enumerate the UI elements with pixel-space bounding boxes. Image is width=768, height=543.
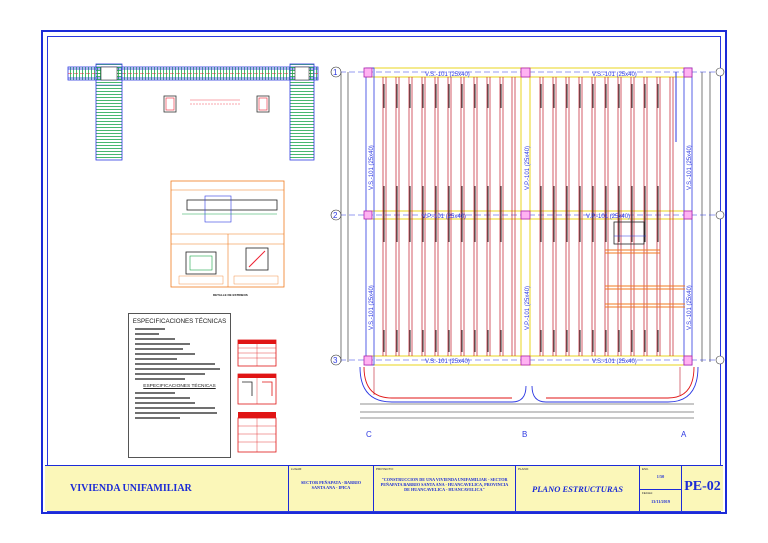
project-value: "CONSTRUCCION DE UNA VIVIENDA UNIFAMILIA… [380,477,509,492]
spec-text-line [135,353,195,355]
beam-label: V.P.-101 (25x40) [525,286,531,330]
columns [363,67,693,366]
beam-label: V.P.-101 (25x40) [586,214,630,220]
spec-text-line [135,412,217,414]
beam-label: V.S.-101 (25x40) [369,145,375,190]
spec-text-line [135,333,159,335]
reinforcement-tables [237,339,277,453]
plan-label: PLANO: [518,467,530,471]
date-value: 13/11/2019 [651,499,670,504]
axis-col-b: B [522,430,527,439]
spec-text-line [135,348,183,350]
beam-label: V.P.-101 (25x40) [422,214,466,220]
spec-subheading: ESPECIFICACIONES TÉCNICAS [143,384,216,389]
structural-plan [330,66,725,419]
location-label: LUGAR: [291,467,303,471]
spec-text-line [135,397,190,399]
scale-value: 1/50 [656,474,665,479]
spec-text-line [135,328,165,330]
spec-text-line [135,343,190,345]
joists [382,77,674,356]
sheet-code-cell: PE-02 [681,466,723,511]
beam-elevation-detail [67,63,319,161]
beam-label: V.S.-101 (25x40) [592,359,637,365]
spec-text-line [135,402,195,404]
axis-labels: 1 2 3 C B A [333,68,687,439]
beam-label: V.S.-101 (25x40) [369,285,375,330]
spec-text-line [135,417,180,419]
location-cell: LUGAR: SECTOR PEÑAPATA - BARRIO SANTA AN… [288,466,373,511]
title-block: VIVIENDA UNIFAMILIAR LUGAR: SECTOR PEÑAP… [45,465,723,511]
beam-label: V.S.-101 (25x40) [592,72,637,78]
plan-cell: PLANO: PLANO ESTRUCTURAS [515,466,639,511]
scale-divider [640,489,681,490]
spec-heading: ESPECIFICACIONES TÉCNICAS [132,318,227,325]
axis-col-c: C [366,430,372,439]
plan-value: PLANO ESTRUCTURAS [532,484,623,494]
beam-label: V.S.-101 (25x40) [425,359,470,365]
spec-box: ESPECIFICACIONES TÉCNICAS ESPECIFICACION… [128,313,231,458]
detail-caption: DETALLE DE ESTRIBOS [213,293,248,297]
date-label: FECHA: [642,491,654,495]
project-label: PROYECTO: [376,467,394,471]
scale-date-cell: ESC. 1/50 FECHA: 13/11/2019 [639,466,681,511]
beam-label: V.S.-101 (25x40) [687,145,693,190]
spec-text-line [135,368,220,370]
axis-row-1: 1 [333,68,338,77]
beam-label: V.S.-101 (25x40) [687,285,693,330]
stair-opening [605,249,685,308]
spec-text-line [135,373,205,375]
sheet-code: PE-02 [684,479,721,494]
axis-col-a: A [681,430,687,439]
beam-label: V.S.-101 (25x40) [425,72,470,78]
drawing-inner-frame [47,36,721,512]
beam-labels: V.S.-101 (25x40) V.S.-101 (25x40) V.P.-1… [369,72,693,365]
scale-label: ESC. [642,467,650,471]
spec-text-line [135,392,175,394]
beam-label: V.P.-101 (25x40) [525,146,531,190]
axis-row-2: 2 [333,211,338,220]
axis-row-3: 3 [333,356,338,365]
spec-text-line [135,378,185,380]
spec-text-line [135,358,177,360]
spec-text-line [135,407,215,409]
spec-text-line [135,338,175,340]
location-value: SECTOR PEÑAPATA - BARRIO SANTA ANA - IPI… [300,480,362,490]
spec-text-line [135,363,215,365]
bar-clusters [383,84,659,352]
footing-detail [170,180,285,288]
project-title: VIVIENDA UNIFAMILIAR [70,483,192,494]
project-cell: PROYECTO: "CONSTRUCCION DE UNA VIVIENDA … [373,466,515,511]
